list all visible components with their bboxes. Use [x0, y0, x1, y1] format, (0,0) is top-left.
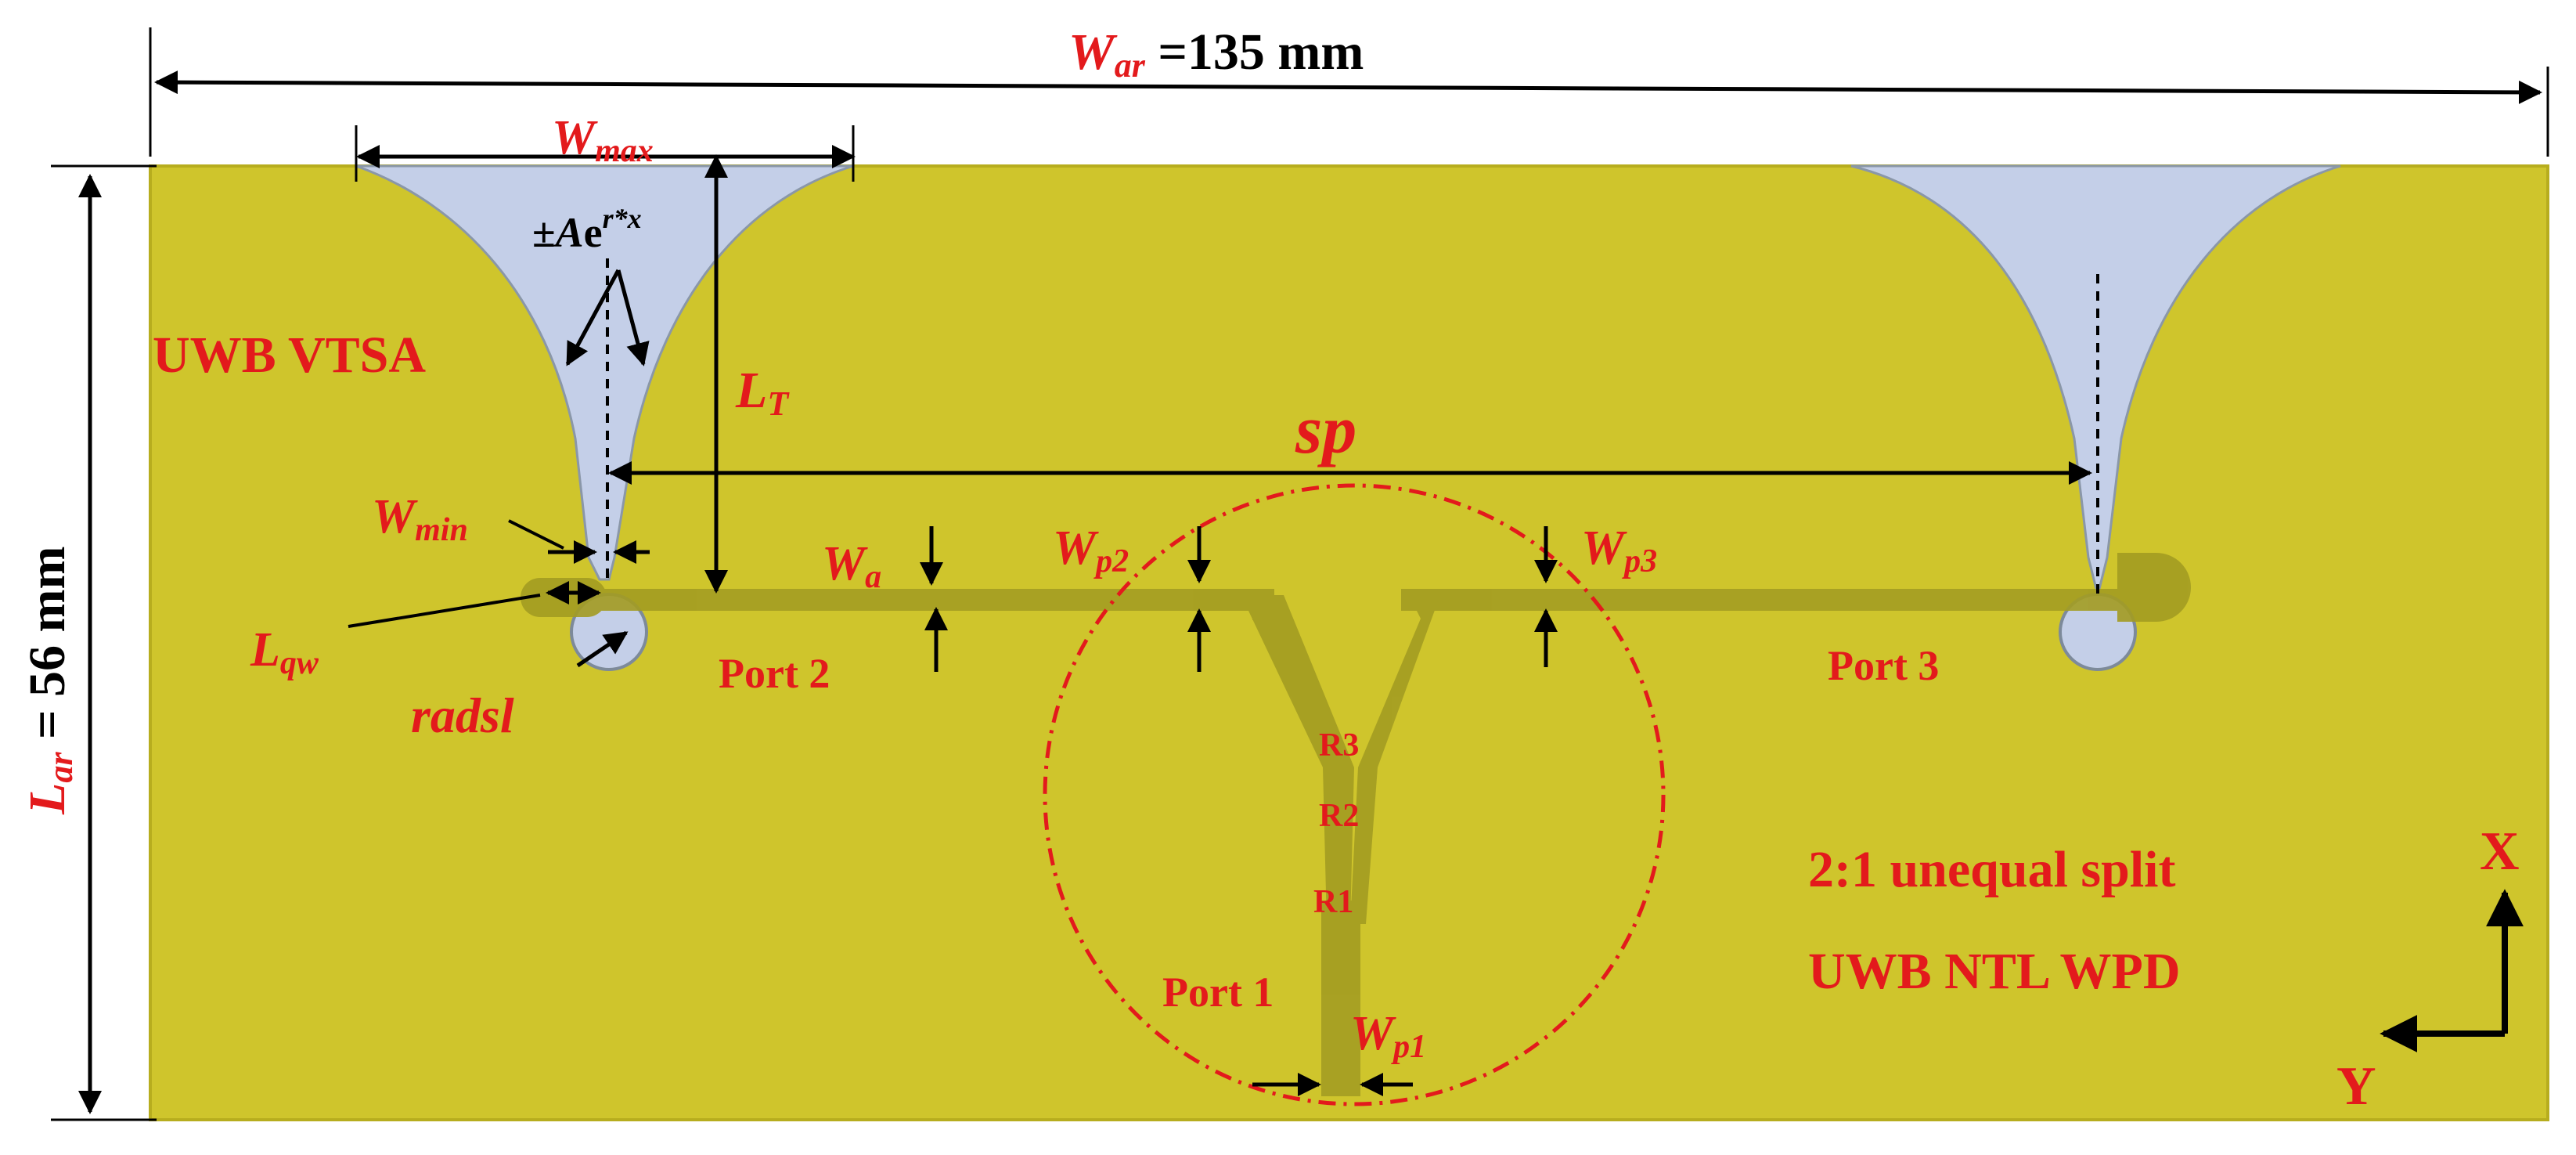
right-vtsa-slot [1850, 164, 2341, 596]
port2-label: Port 2 [719, 650, 830, 697]
lqw-leader [348, 594, 541, 628]
left-vtsa-slot [355, 164, 854, 581]
lqw-label: Lqw [250, 623, 319, 681]
vtsa-label: UWB VTSA [153, 327, 426, 384]
port1-label: Port 1 [1162, 969, 1274, 1016]
resistor-r2-label: R2 [1319, 798, 1359, 834]
x-axis-label: X [2480, 821, 2520, 882]
wmin-label: Wmin [372, 490, 468, 548]
radsl-label: radsl [411, 688, 514, 743]
wa-label: Wa [822, 537, 881, 595]
curve-arrow-left [565, 269, 621, 366]
port3-label: Port 3 [1828, 642, 1939, 689]
war-dim-line [154, 70, 2542, 104]
resistor-r1-label: R1 [1313, 884, 1353, 920]
lar-label: Lar = 56 mm [19, 546, 80, 815]
radsl-arrow [576, 630, 629, 668]
split-ratio-label: 2:1 unequal split [1808, 841, 2175, 898]
wmin-leader [508, 519, 564, 550]
curve-arrow-right [616, 269, 650, 366]
war-label: War =135 mm [1068, 23, 1364, 85]
sp-label: sp [1295, 392, 1356, 468]
wmax-label: Wmax [552, 111, 654, 169]
wp3-label: Wp3 [1581, 522, 1657, 579]
wpd-type-label: UWB NTL WPD [1808, 943, 2181, 1000]
y-axis-label: Y [2336, 1056, 2376, 1117]
lt-label: LT [735, 362, 790, 423]
exponential-curve-label: ±Aer*x [532, 203, 642, 256]
wpd-highlight-circle [1043, 483, 1666, 1106]
resistor-r3-label: R3 [1319, 727, 1359, 763]
wp2-label: Wp2 [1053, 522, 1129, 579]
wp1-label: Wp1 [1350, 1007, 1426, 1065]
